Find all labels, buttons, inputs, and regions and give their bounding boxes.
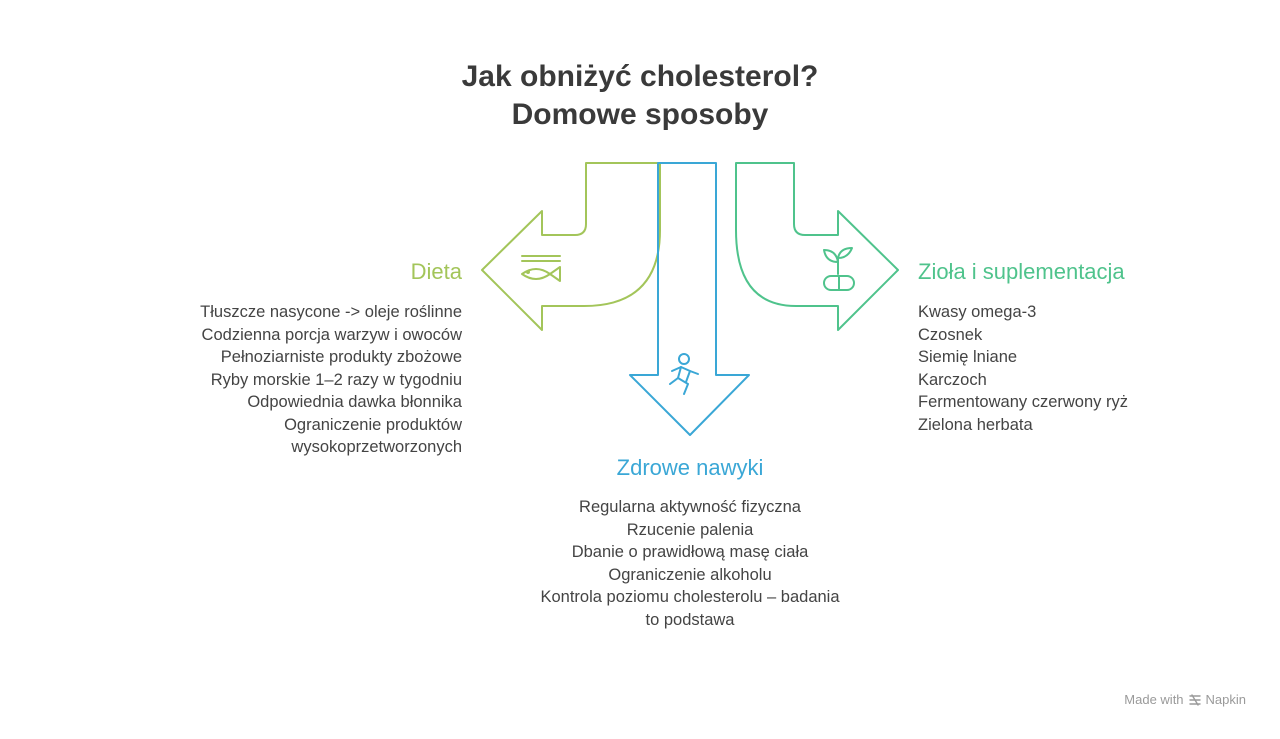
napkin-brand: Napkin: [1205, 692, 1246, 707]
ziola-item: Siemię lniane: [918, 348, 1018, 366]
nawyki-item: Dbanie o prawidłową masę ciała: [571, 543, 809, 561]
title-line-2: Domowe sposoby: [511, 98, 769, 131]
made-with-label: Made with: [1124, 692, 1184, 707]
ziola-list: Kwasy omega-3 Czosnek Siemię lniane Karc…: [918, 301, 1128, 436]
ziola-arrow: [735, 162, 899, 331]
dieta-item: Pełnoziarniste produkty zbożowe: [220, 348, 462, 366]
page-title: Jak obniżyć cholesterol? Domowe sposoby: [0, 58, 1280, 134]
ziola-item: Kwasy omega-3: [918, 303, 1037, 321]
dieta-item: Odpowiednia dawka błonnika: [247, 393, 462, 411]
dieta-item: wysokoprzetworzonych: [291, 438, 462, 456]
ziola-item: Karczoch: [918, 370, 987, 389]
title-line-1: Jak obniżyć cholesterol?: [461, 60, 819, 93]
nawyki-heading: Zdrowe nawyki: [616, 455, 764, 480]
dieta-item: Tłuszcze nasycone -> oleje roślinne: [200, 303, 462, 321]
napkin-logo-icon: [1188, 693, 1201, 706]
ziola-item: Fermentowany czerwony ryż: [918, 393, 1128, 411]
fish-icon: [521, 255, 561, 282]
ziola-item: Zielona herbata: [918, 415, 1033, 434]
ziola-heading: Zioła i suplementacja: [918, 259, 1125, 284]
dieta-item: Ryby morskie 1–2 razy w tygodniu: [210, 370, 462, 389]
dieta-item: Ograniczenie produktów: [284, 415, 462, 434]
dieta-item: Codzienna porcja warzyw i owoców: [201, 325, 462, 344]
made-with-napkin[interactable]: Made with Napkin: [1124, 692, 1246, 707]
plant-capsule-icon: [823, 247, 855, 291]
nawyki-item: Rzucenie palenia: [626, 520, 754, 539]
nawyki-list: Regularna aktywność fizyczna Rzucenie pa…: [440, 496, 940, 631]
nawyki-arrow: [629, 162, 750, 436]
nawyki-item: Ograniczenie alkoholu: [608, 565, 772, 584]
dieta-list: Tłuszcze nasycone -> oleje roślinne Codz…: [200, 301, 462, 459]
dieta-heading: Dieta: [410, 259, 462, 284]
nawyki-item: Kontrola poziomu cholesterolu – badania: [540, 588, 840, 606]
dieta-arrow: [481, 162, 661, 331]
nawyki-item: Regularna aktywność fizyczna: [579, 498, 801, 516]
running-person-icon: [669, 353, 699, 395]
ziola-item: Czosnek: [918, 325, 983, 344]
nawyki-item: to podstawa: [645, 610, 735, 629]
